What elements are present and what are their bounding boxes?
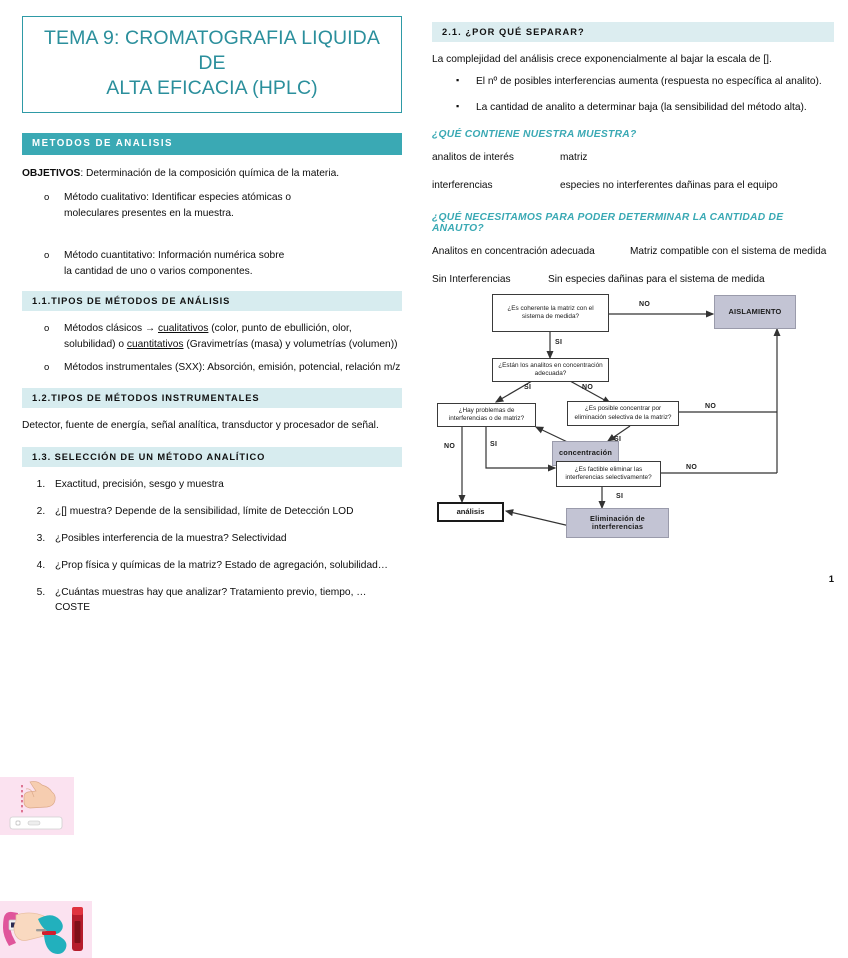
table-row: Sin Interferencias Sin especies dañinas … <box>432 272 834 287</box>
document-page: TEMA 9: CROMATOGRAFIA LIQUIDA DE ALTA EF… <box>0 0 848 599</box>
list-item: Método cuantitativo: Información numéric… <box>44 248 294 279</box>
table-row: interferencias especies no interferentes… <box>432 178 834 193</box>
list-item: Métodos instrumentales (SXX): Absorción,… <box>44 360 402 376</box>
objectives-paragraph: OBJETIVOS: Determinación de la composici… <box>22 166 402 181</box>
flow-label-no-3: NO <box>444 443 456 450</box>
page-title-line-2: ALTA EFICACIA (HPLC) <box>106 77 318 99</box>
page-title-line-1: TEMA 9: CROMATOGRAFIA LIQUIDA DE <box>44 27 380 74</box>
flow-label-si-1: SI <box>555 339 563 346</box>
intro-paragraph: La complejidad del análisis crece expone… <box>432 54 772 65</box>
flow-node-factible-eliminar: ¿Es factible eliminar las interferencias… <box>556 461 661 487</box>
row-key: Analitos en concentración adecuada <box>432 246 595 257</box>
flow-node-concentracion-adecuada: ¿Están los analitos en concentración ade… <box>492 358 609 382</box>
subsection-header-1-3: 1.3. SELECCIÓN DE UN MÉTODO ANALÍTICO <box>22 446 402 467</box>
list-item: Exactitud, precisión, sesgo y muestra <box>48 477 402 492</box>
flow-node-coherente-matriz: ¿Es coherente la matriz con el sistema d… <box>492 294 609 332</box>
list-item: ¿Cuántas muestras hay que analizar? Trat… <box>48 585 402 615</box>
section-header-metodos-de-analisis: METODOS DE ANALISIS <box>22 133 402 155</box>
row-key: analitos de interés <box>432 152 514 163</box>
classic-post: (Gravimetrías (masa) y volumetrías (volu… <box>183 338 398 350</box>
left-column: TEMA 9: CROMATOGRAFIA LIQUIDA DE ALTA EF… <box>0 0 424 958</box>
subsection-header-2-1: 2.1. ¿POR QUÉ SEPARAR? <box>432 22 834 42</box>
row-value: especies no interferentes dañinas para e… <box>560 180 778 191</box>
flow-label-no-2: NO <box>582 384 594 391</box>
flow-node-interferencias-matriz: ¿Hay problemas de interferencias o de ma… <box>437 403 536 427</box>
flow-label-no-5: NO <box>686 464 698 471</box>
classic-underline-1: cualitativos <box>158 323 209 334</box>
document-title-box: TEMA 9: CROMATOGRAFIA LIQUIDA DE ALTA EF… <box>22 16 402 113</box>
flow-label-no-1: NO <box>639 301 651 308</box>
heading-que-necesitamos: ¿QUÉ NECESITAMOS PARA PODER DETERMINAR L… <box>432 212 784 234</box>
row-value: Matriz compatible con el sistema de medi… <box>630 246 827 257</box>
table-row: Analitos en concentración adecuada Matri… <box>432 244 834 259</box>
blood-draw-illustration <box>0 900 92 958</box>
subsection-header-1-1: 1.1.TIPOS DE MÉTODOS DE ANÁLISIS <box>22 291 402 311</box>
row-key: Sin Interferencias <box>432 274 511 285</box>
right-column: 2.1. ¿POR QUÉ SEPARAR? La complejidad de… <box>424 0 848 599</box>
page-number: 1 <box>828 574 834 585</box>
list-item: La cantidad de analito a determinar baja… <box>454 99 834 115</box>
flow-label-si-2: SI <box>524 384 532 391</box>
selection-criteria-list: Exactitud, precisión, sesgo y muestra ¿[… <box>22 477 402 615</box>
classic-pre: Métodos clásicos → <box>64 323 158 334</box>
separar-bullets: El nº de posibles interferencias aumenta… <box>432 73 834 115</box>
heading-que-contiene-nuestra-muestra: ¿QUÉ CONTIENE NUESTRA MUESTRA? <box>432 129 637 140</box>
rapid-test-hand-illustration <box>0 776 74 835</box>
classic-mid: (color, punto de ebullición, olor, solub… <box>64 323 352 350</box>
subsection-header-1-2: 1.2.TIPOS DE MÉTODOS INSTRUMENTALES <box>22 387 402 408</box>
flow-label-si-5: SI <box>616 493 624 500</box>
list-item: ¿Prop física y químicas de la matriz? Es… <box>48 558 402 573</box>
list-item: ¿Posibles interferencia de la muestra? S… <box>48 531 402 546</box>
row-value: matriz <box>560 152 588 163</box>
flow-label-no-4: NO <box>705 403 717 410</box>
flow-label-si-4: SI <box>614 436 622 443</box>
flow-label-si-3: SI <box>490 441 498 448</box>
flow-node-analisis: análisis <box>437 502 504 522</box>
decision-flowchart: ¿Es coherente la matriz con el sistema d… <box>424 286 848 576</box>
flow-node-eliminacion-interferencias: Eliminación de interferencias <box>566 508 669 538</box>
types-list: Métodos clásicos → cualitativos (color, … <box>22 321 402 376</box>
row-key: interferencias <box>432 180 493 191</box>
methods-list: Método cualitativo: Identificar especies… <box>22 190 402 279</box>
list-item: Métodos clásicos → cualitativos (color, … <box>44 321 402 352</box>
objectives-label: OBJETIVOS <box>22 168 81 179</box>
list-item: El nº de posibles interferencias aumenta… <box>454 73 834 89</box>
table-row: analitos de interés matriz <box>432 150 834 165</box>
flow-node-concentrar-selectiva: ¿Es posible concentrar por eliminación s… <box>567 401 679 426</box>
classic-underline-2: cuantitativos <box>126 338 184 350</box>
list-item: ¿[] muestra? Depende de la sensibilidad,… <box>48 504 402 519</box>
list-item: Método cualitativo: Identificar especies… <box>44 190 294 221</box>
instrumental-paragraph: Detector, fuente de energía, señal analí… <box>22 419 379 431</box>
flow-node-aislamiento: AISLAMIENTO <box>714 295 796 329</box>
objectives-text: : Determinación de la composición químic… <box>80 168 340 179</box>
row-value: Sin especies dañinas para el sistema de … <box>548 274 765 285</box>
